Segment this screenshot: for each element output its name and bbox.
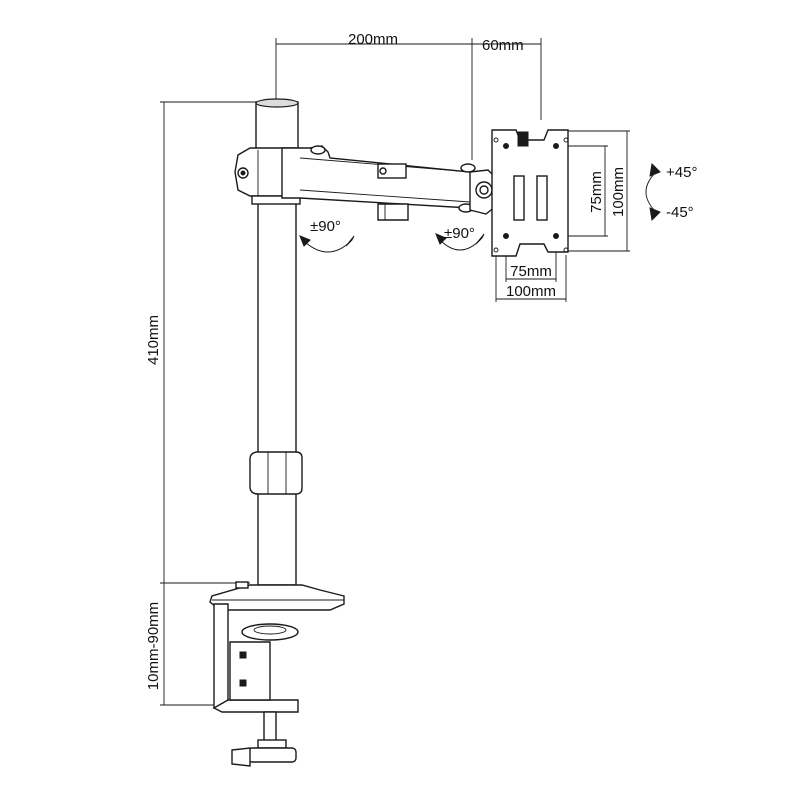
vesa-v-small-label: 75mm — [588, 171, 605, 213]
pole-height-label: 410mm — [145, 315, 162, 365]
pole — [249, 98, 303, 586]
vesa-v-large-label: 100mm — [610, 167, 627, 217]
vesa-plate — [491, 129, 569, 257]
rotation-arrows — [299, 162, 661, 253]
vesa-h-large-label: 100mm — [506, 283, 556, 300]
head-swivel-label: ±90° — [444, 225, 475, 242]
labels: 200mm 60mm 410mm 10mm-90mm 75mm 100mm 75… — [145, 31, 697, 690]
desk-clamp — [209, 581, 345, 767]
tilt-up-label: +45° — [666, 164, 697, 181]
arm-length-label: 200mm — [348, 31, 398, 48]
head-offset-label: 60mm — [482, 37, 524, 54]
clamp-range-label: 10mm-90mm — [145, 602, 162, 690]
tilt-down-label: -45° — [666, 204, 694, 221]
pole-joint — [234, 147, 301, 205]
vesa-h-small-label: 75mm — [510, 263, 552, 280]
pole-swivel-label: ±90° — [310, 218, 341, 235]
arm — [281, 145, 479, 221]
